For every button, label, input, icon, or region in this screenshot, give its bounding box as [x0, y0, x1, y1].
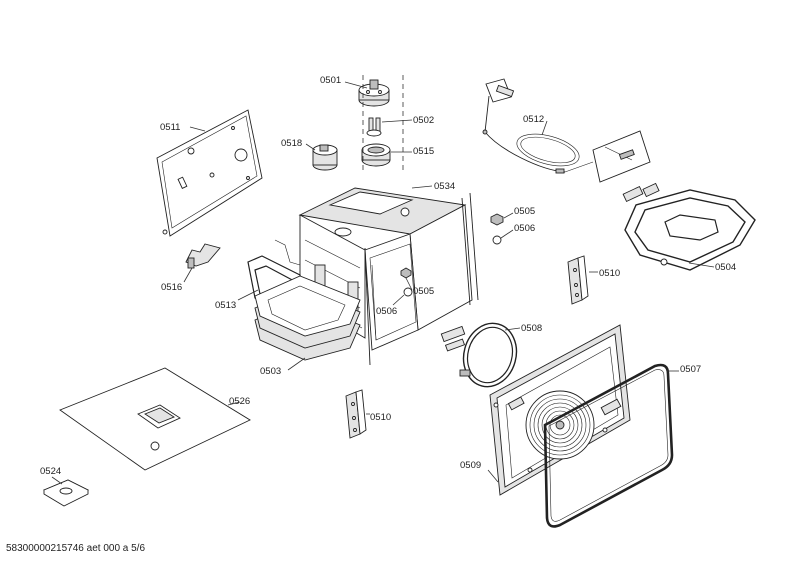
- label-0524: 0524: [40, 466, 61, 477]
- part-0510-hinge-lower[interactable]: [345, 389, 367, 439]
- part-0509-rear-wall[interactable]: [489, 324, 631, 496]
- label-0505-top: 0505: [514, 206, 535, 217]
- label-0512: 0512: [523, 114, 544, 125]
- part-0511-back-panel[interactable]: [156, 109, 263, 237]
- part-0510-hinge-upper[interactable]: [567, 255, 589, 305]
- part-0507-door-seal[interactable]: [543, 363, 674, 528]
- label-0516: 0516: [161, 282, 182, 293]
- label-0511: 0511: [160, 122, 180, 133]
- label-0518: 0518: [281, 138, 302, 149]
- part-0504-grill-heater[interactable]: [622, 182, 756, 271]
- part-0503-heater-element[interactable]: [254, 275, 361, 361]
- label-0534: 0534: [434, 181, 455, 192]
- label-0502: 0502: [413, 115, 434, 126]
- part-0506-washer-top[interactable]: [492, 235, 502, 245]
- label-0513: 0513: [215, 300, 236, 311]
- part-0515-ring[interactable]: [361, 143, 391, 167]
- label-0505-mid: 0505: [413, 286, 434, 297]
- label-0503: 0503: [260, 366, 281, 377]
- label-0509: 0509: [460, 460, 481, 471]
- label-0506-mid: 0506: [376, 306, 397, 317]
- part-0506-washer-mid[interactable]: [403, 287, 413, 297]
- part-0524-gasket[interactable]: [43, 479, 90, 507]
- label-0515: 0515: [413, 146, 434, 157]
- part-0518-lamp-holder[interactable]: [312, 144, 338, 171]
- label-0526: 0526: [229, 396, 250, 407]
- part-0526-insulation-mat[interactable]: [59, 367, 251, 471]
- part-0505-screw-mid[interactable]: [400, 267, 412, 279]
- label-0501: 0501: [320, 75, 341, 86]
- part-0508-ring-heater[interactable]: [440, 317, 523, 392]
- part-0502-sensor[interactable]: [366, 117, 382, 137]
- label-0504: 0504: [715, 262, 736, 273]
- label-0506-top: 0506: [514, 223, 535, 234]
- label-0507: 0507: [680, 364, 701, 375]
- part-0505-screw-top[interactable]: [490, 213, 504, 226]
- part-0501-thermostat-knob[interactable]: [358, 79, 390, 107]
- part-0512-cable[interactable]: [482, 78, 651, 183]
- label-0510-lower: 0510: [370, 412, 391, 423]
- label-0508: 0508: [521, 323, 542, 334]
- document-footer: 58300000215746 aet 000 a 5/6: [6, 543, 146, 554]
- part-0516-bracket[interactable]: [185, 243, 221, 269]
- label-0510-upper: 0510: [599, 268, 620, 279]
